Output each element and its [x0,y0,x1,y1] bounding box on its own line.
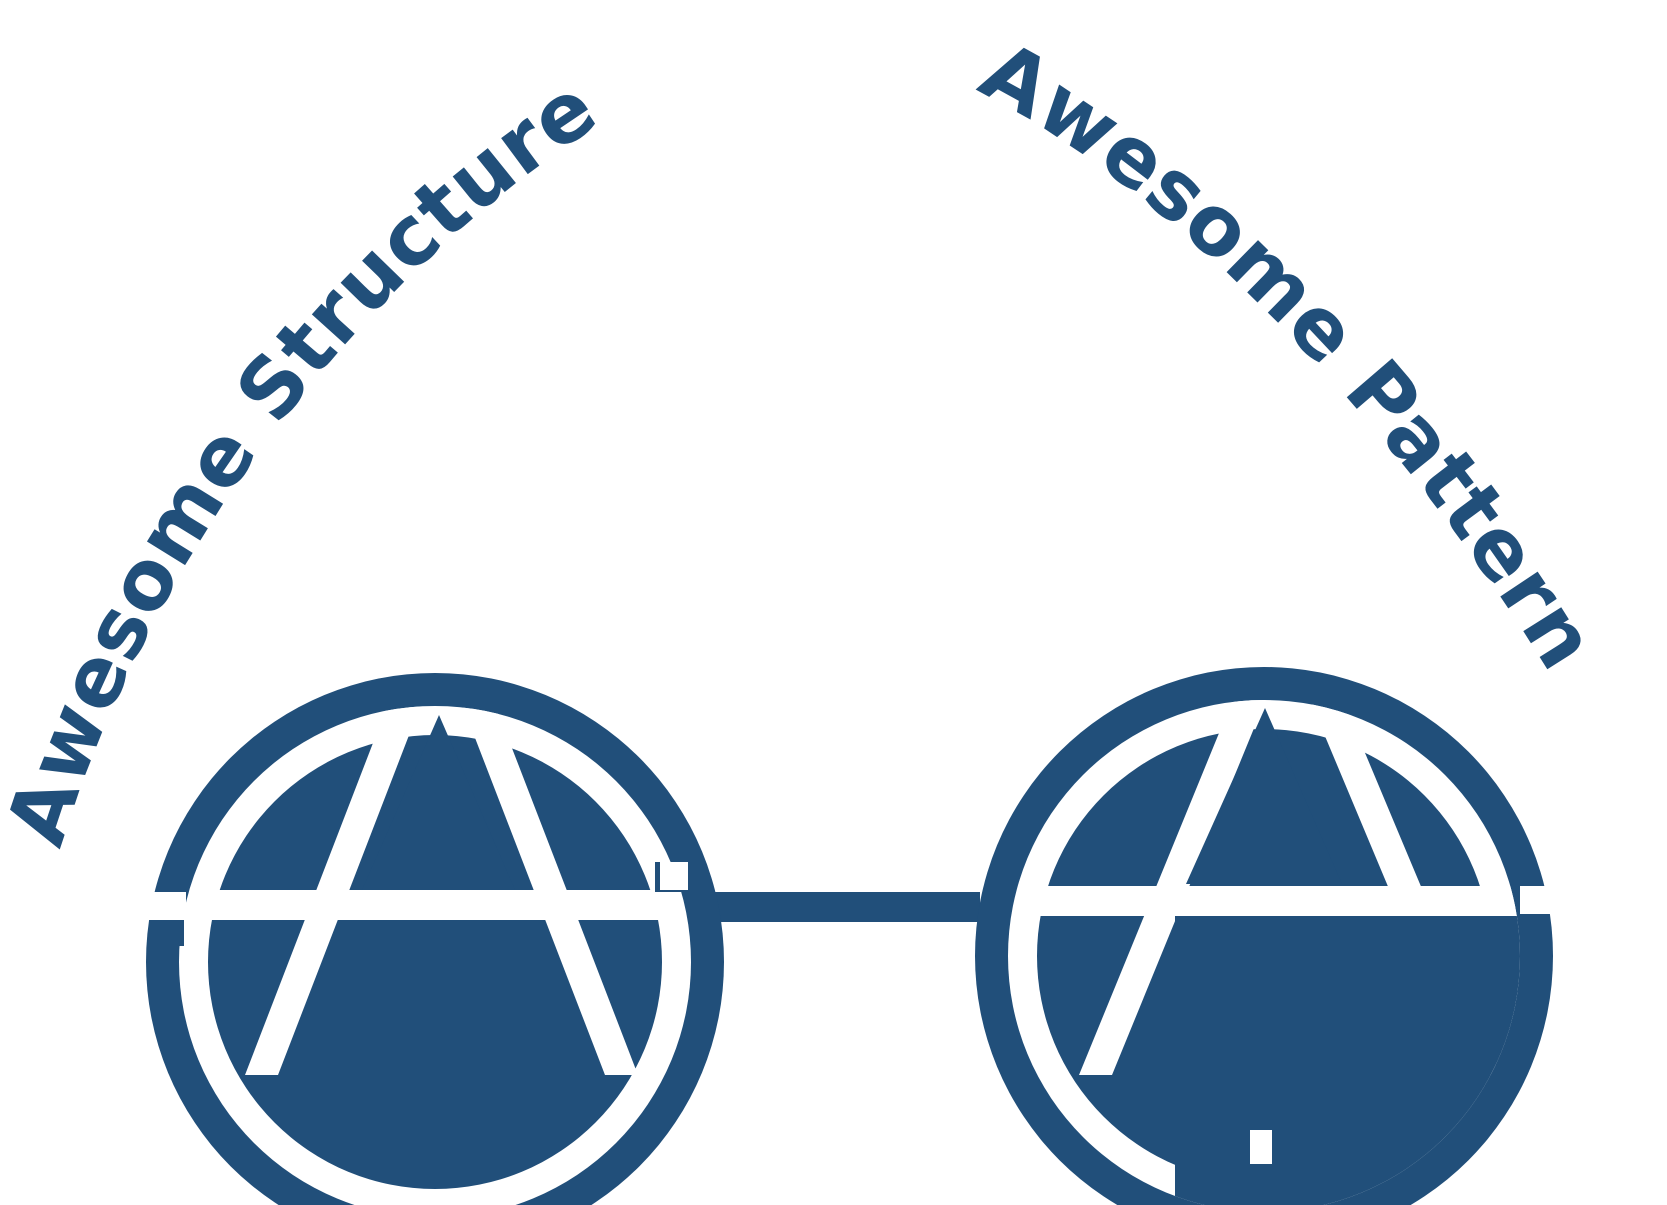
left-lens [146,673,724,1205]
left-lens-a-triangle [362,715,515,890]
right-lens-a-triangle [1186,708,1342,884]
glasses-bridge [710,892,980,922]
right-lens-p-stem-gap [1250,1130,1272,1164]
left-lens-gap-left [146,892,186,920]
right-caption-text: Awesome Pattern [966,24,1614,687]
left-lens-gap-left-fill [152,920,184,946]
right-lens [975,667,1553,1205]
right-lens-gap-right [1520,886,1550,914]
left-lens-gap-right-white [660,862,688,890]
right-lens-letter-a [1020,700,1520,1205]
right-caption: Awesome Pattern [966,24,1615,687]
left-lens-letter-a [190,706,662,1189]
